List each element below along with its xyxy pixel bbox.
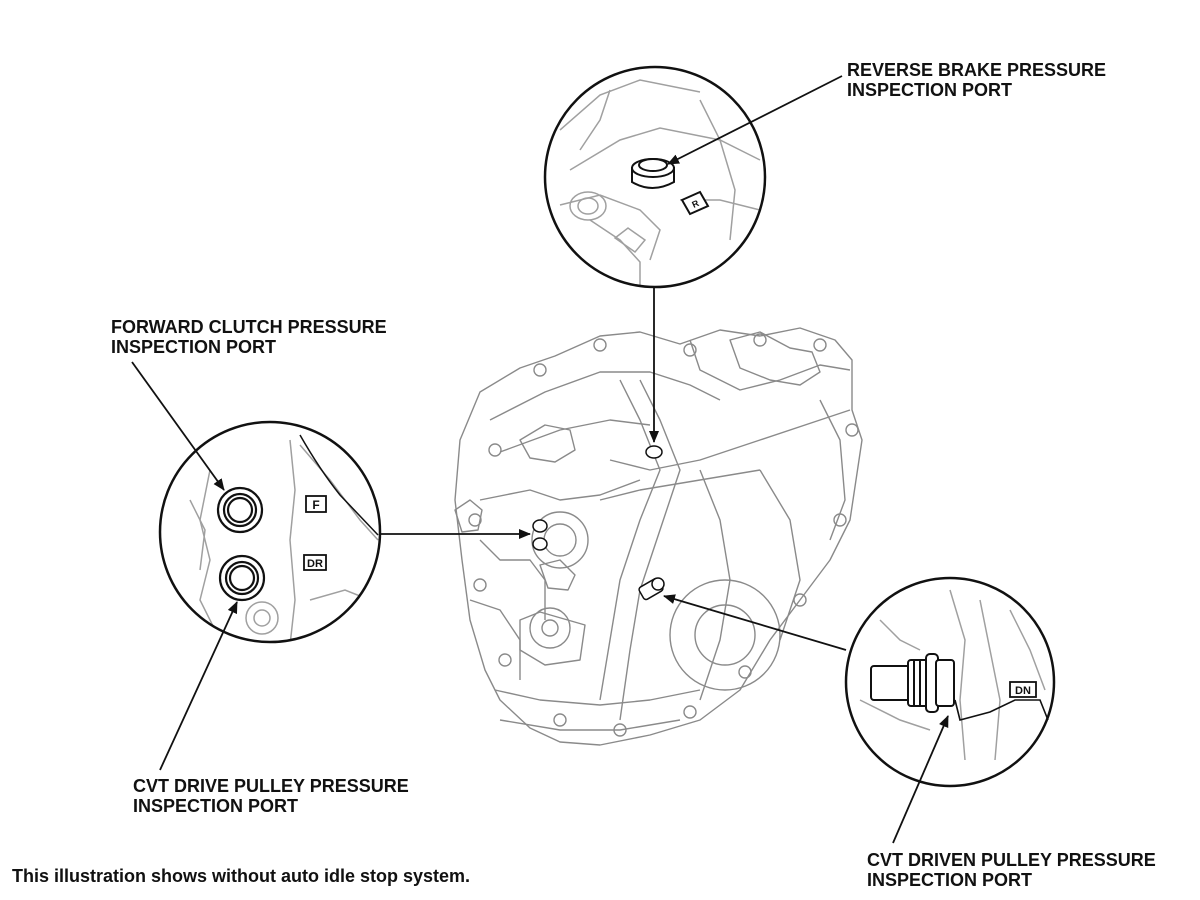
cvt-driven-detail: DN [844, 576, 1056, 788]
cvt-drive-plug [218, 554, 266, 602]
forward-port-on-case [532, 519, 548, 533]
cvt-driven-callout-circle [844, 576, 1056, 788]
forward-clutch-plug [216, 486, 264, 534]
driven-mark-label: DN [1015, 685, 1031, 697]
driven-mark: DN [1009, 681, 1037, 698]
driven-label-leader [892, 715, 949, 844]
reverse-mark: R [680, 190, 710, 216]
driven-callout-arrow [663, 594, 847, 651]
drive-port-on-case [532, 537, 548, 551]
forward-mark-label: F [312, 498, 319, 512]
cvt-drive-pulley-port-label: CVT DRIVE PULLEY PRESSURE INSPECTION POR… [133, 776, 409, 816]
reverse-brake-plug [631, 158, 675, 189]
forward-drive-callout-circle [158, 420, 382, 644]
reverse-port-on-case [645, 445, 663, 459]
cvt-driven-label-line-1: CVT DRIVEN PULLEY PRESSURE [867, 850, 1156, 870]
illustration-note: This illustration shows without auto idl… [12, 866, 471, 886]
cvt-driven-sensor [870, 653, 955, 713]
reverse-brake-port-label: REVERSE BRAKE PRESSURE INSPECTION PORT [847, 60, 1106, 100]
reverse-brake-label-line-1: REVERSE BRAKE PRESSURE [847, 60, 1107, 80]
transmission-housing-outline [454, 327, 863, 746]
reverse-brake-detail: R [543, 65, 767, 289]
forward-drive-detail: F DR [158, 420, 382, 644]
forward-label-leader [131, 361, 225, 491]
forward-clutch-port-label: FORWARD CLUTCH PRESSURE INSPECTION PORT [111, 317, 387, 357]
drive-mark: DR [303, 554, 327, 571]
forward-mark: F [305, 495, 327, 513]
cvt-driven-pulley-port-label: CVT DRIVEN PULLEY PRESSURE INSPECTION PO… [867, 850, 1156, 890]
forward-clutch-label-line-1: FORWARD CLUTCH PRESSURE [111, 317, 387, 337]
forward-clutch-label-line-2: INSPECTION PORT [111, 337, 277, 357]
reverse-brake-callout-circle [543, 65, 767, 289]
reverse-brake-label-line-2: INSPECTION PORT [847, 80, 1013, 100]
drive-mark-label: DR [307, 558, 323, 570]
transmission-illustration [454, 327, 863, 746]
transmission-ports [532, 445, 665, 601]
reverse-label-leader [667, 75, 843, 165]
driven-port-on-case [638, 577, 665, 601]
reverse-mark-label: R [690, 198, 701, 210]
drive-label-leader [159, 601, 238, 771]
cvt-drive-label-line-1: CVT DRIVE PULLEY PRESSURE [133, 776, 409, 796]
leader-lines [131, 75, 949, 844]
cvt-drive-label-line-2: INSPECTION PORT [133, 796, 299, 816]
cvt-driven-label-line-2: INSPECTION PORT [867, 870, 1033, 890]
